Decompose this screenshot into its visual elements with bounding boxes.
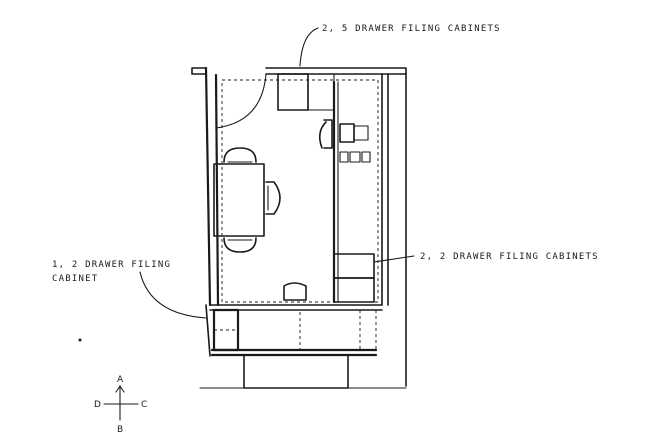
leader-two-drawer: [373, 255, 415, 263]
computer-keyboard: [353, 125, 369, 141]
equipment-box-1: [339, 151, 349, 163]
compass-vertical-arrow: [115, 385, 125, 421]
two-drawer-cabinets: [333, 253, 375, 303]
two-drawer-cabinet-upper: [333, 253, 375, 279]
top-wall-right: [265, 67, 407, 75]
right-wall: [381, 73, 389, 306]
leader-lines: [139, 27, 415, 319]
waste-bin-shape: [283, 282, 307, 301]
compass-west-label: D: [94, 400, 101, 410]
meeting-area: [213, 147, 281, 253]
entry-step: [243, 355, 349, 389]
door-swing-arc: [215, 73, 267, 129]
leader-one-drawer: [139, 271, 207, 319]
computer-monitor: [339, 123, 355, 143]
two-drawer-cabinet-lower: [333, 277, 375, 303]
chair-bottom: [223, 237, 257, 253]
bottom-wall: [210, 348, 378, 357]
vertical-dashed-guide-right: [359, 310, 377, 352]
stray-mark: [78, 338, 82, 342]
door: [215, 73, 267, 129]
five-drawer-cabinets: [277, 73, 335, 111]
workstation-equipment: [318, 119, 371, 163]
walls: [191, 66, 407, 389]
waste-bin: [283, 282, 307, 301]
compass: A B C D: [94, 375, 147, 435]
equipment-box-2: [349, 151, 361, 163]
workstation-chair: [318, 119, 333, 149]
top-wall-left: [191, 67, 207, 75]
compass-south-label: B: [117, 425, 123, 435]
label-one-drawer-cabinet-line2: CABINET: [52, 274, 98, 284]
leader-five-drawer: [299, 27, 319, 67]
label-two-drawer-cabinets: 2, 2 DRAWER FILING CABINETS: [420, 252, 599, 262]
five-drawer-cabinet-right: [307, 73, 335, 111]
label-five-drawer-cabinets: 2, 5 DRAWER FILING CABINETS: [322, 24, 501, 34]
equipment-box-3: [361, 151, 371, 163]
label-one-drawer-cabinet-line1: 1, 2 DRAWER FILING: [52, 260, 171, 270]
five-drawer-cabinet-left: [277, 73, 309, 111]
left-outer-edge: [205, 304, 211, 357]
compass-east-label: C: [141, 400, 147, 410]
compass-north-label: A: [117, 375, 124, 385]
chair-top: [223, 147, 257, 163]
vertical-dashed-guide-left: [237, 310, 301, 352]
chair-right: [265, 181, 281, 215]
one-drawer-cabinet: [212, 308, 240, 352]
room-dashed-outline: [221, 79, 379, 303]
meeting-table: [213, 163, 265, 237]
